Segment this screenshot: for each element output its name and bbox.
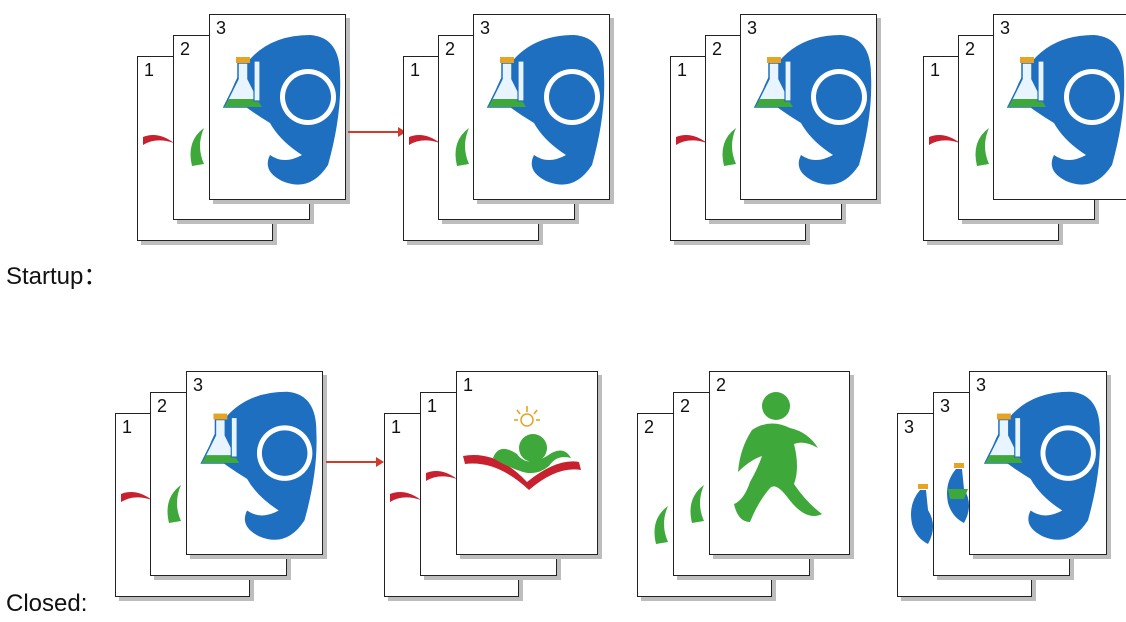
page: 3 — [209, 14, 346, 200]
flask-logo-icon — [210, 15, 346, 200]
page: 3 — [740, 14, 877, 200]
page: 3 — [473, 14, 610, 200]
page: 1 — [456, 371, 598, 555]
reader-logo-icon — [457, 372, 598, 555]
startup-label: Startup： — [6, 256, 107, 291]
closed-label: Closed: — [6, 590, 87, 618]
flask-logo-icon — [474, 15, 610, 200]
flask-logo-icon — [994, 15, 1126, 200]
page: 3 — [969, 371, 1107, 555]
runner-logo-icon — [710, 372, 850, 555]
flask-logo-icon — [741, 15, 877, 200]
arrow-icon — [348, 125, 408, 139]
page: 2 — [709, 371, 850, 555]
flask-logo-icon — [970, 372, 1107, 555]
arrow-icon — [326, 455, 386, 469]
page: 3 — [186, 371, 323, 555]
flask-logo-icon — [187, 372, 323, 555]
page: 3 — [993, 14, 1126, 200]
